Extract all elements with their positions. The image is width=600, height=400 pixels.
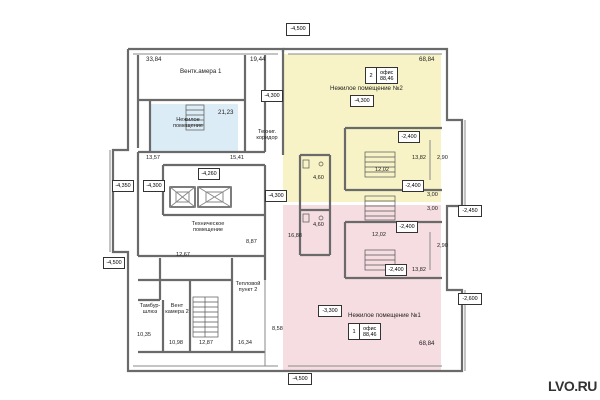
tech-room-zone (150, 104, 238, 152)
office1-tag-type: офис (363, 325, 377, 332)
area-16-34: 16,34 (238, 340, 252, 346)
level-2400-c: -2,400 (396, 221, 418, 233)
level-2450: -2,450 (458, 205, 482, 217)
staircase-left (192, 296, 219, 338)
staircase-right-mid (364, 195, 396, 221)
area-12-02-bottom: 12,02 (372, 232, 386, 238)
area-2-90-bottom: 2,90 (437, 243, 448, 249)
interior-walls-right (298, 126, 442, 280)
staircase-small (185, 104, 205, 131)
area-3-00-a: 3,00 (427, 192, 438, 198)
watermark: LVO.RU (548, 378, 597, 394)
office1-tag-area: 88,46 (363, 331, 377, 338)
level-left-4300-a: -4,300 (261, 90, 283, 102)
area-12-67: 12,67 (176, 252, 190, 258)
level-4300-b: -4,300 (143, 180, 165, 192)
office2-area: 68,84 (419, 56, 435, 63)
level-2400-d: -2,400 (385, 264, 407, 276)
tambur-label: Тамбур- шлюз (139, 303, 161, 315)
level-office2: -4,300 (350, 95, 374, 107)
level-4500-left: -4,500 (103, 257, 125, 269)
staircase-right-top (364, 151, 396, 178)
tech-room-area: 8,87 (246, 239, 257, 245)
office1-label: Нежилое помещение №1 (348, 312, 421, 319)
area-4-60-bottom: 4,60 (313, 222, 324, 228)
area-19-44: 19,44 (250, 56, 266, 63)
office1-area: 68,84 (419, 340, 435, 347)
outer-walls (109, 47, 466, 373)
area-12-02-top: 12,02 (375, 167, 389, 173)
nonres-small-area: 21,23 (218, 109, 234, 116)
area-13-82-top: 13,82 (412, 155, 426, 161)
level-2600: -2,600 (458, 293, 482, 305)
office2-tag-number: 2 (366, 68, 377, 83)
area-10-35: 10,35 (137, 332, 151, 338)
level-4260: -4,260 (198, 168, 220, 180)
heat-label: Тепловой пункт 2 (235, 281, 261, 293)
tech-corridor-label: Техниг. коридор (256, 129, 278, 141)
level-top-center: -4,500 (286, 23, 310, 36)
office2-tag-area: 88,46 (380, 75, 394, 82)
level-4350: -4,350 (112, 180, 134, 192)
area-15-41: 15,41 (230, 155, 244, 161)
toilet-fixtures (302, 159, 324, 223)
tech-room-label: Техническое помещение (191, 221, 225, 233)
area-13-82-bottom: 13,82 (412, 267, 426, 273)
vent2-label: Вент камера 2 (165, 303, 189, 315)
area-10-98: 10,98 (169, 340, 183, 346)
area-2-90-top: 2,90 (437, 155, 448, 161)
level-2400-a: -2,400 (398, 131, 420, 143)
level-bottom-center: -4,500 (288, 373, 312, 385)
nonres-small-label: Нежилое помещение (172, 117, 204, 129)
vent1-area: 33,84 (146, 56, 162, 63)
staircase-right-bottom (364, 249, 396, 271)
area-8-58: 8,58 (272, 326, 283, 332)
level-right-4300: -4,300 (265, 190, 287, 202)
level-office1: -3,300 (318, 305, 342, 317)
area-3-00-b: 3,00 (427, 206, 438, 212)
office2-tag-type: офис (380, 69, 394, 76)
area-16-88: 16,88 (288, 233, 302, 239)
interior-walls-left (136, 55, 267, 366)
level-2400-b: -2,400 (402, 180, 424, 192)
area-4-60-top: 4,60 (313, 175, 324, 181)
vent1-label: Вентк.амера 1 (180, 68, 222, 75)
office1-tag-number: 1 (349, 324, 360, 339)
lift-shafts (169, 186, 232, 208)
area-13-57: 13,57 (146, 155, 160, 161)
area-12-87: 12,87 (199, 340, 213, 346)
office2-label: Нежилое помещение №2 (330, 85, 403, 92)
